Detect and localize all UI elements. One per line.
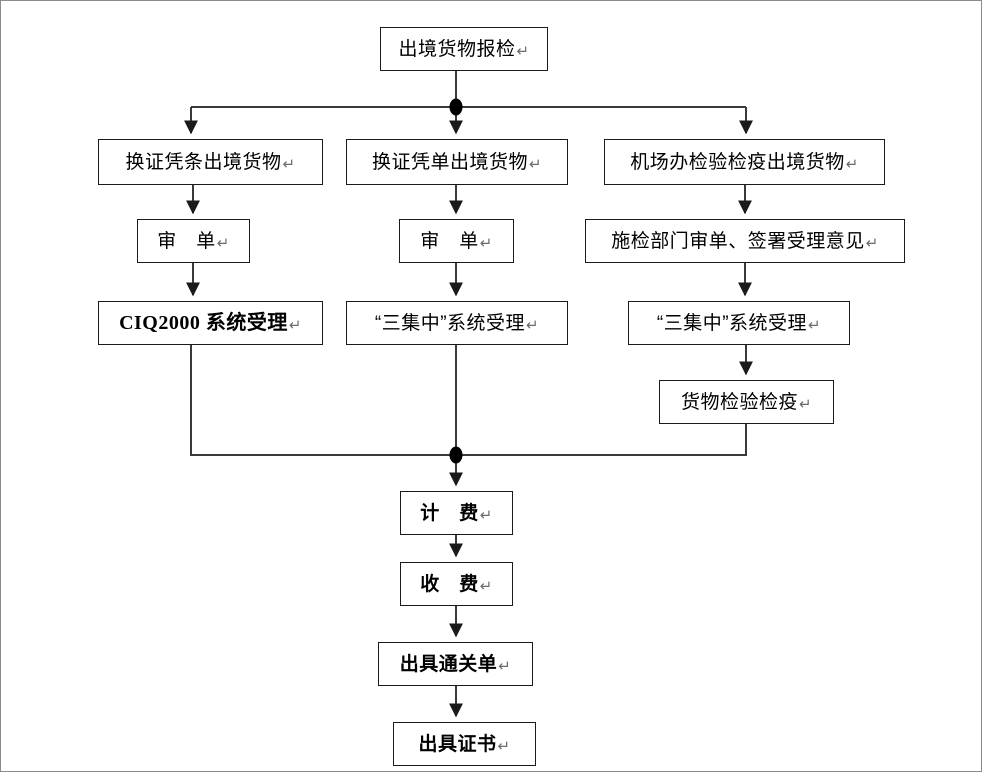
node-goods-inspection-label: 货物检验检疫 bbox=[680, 391, 798, 413]
pilcrow-glyph: ↵ bbox=[282, 155, 296, 173]
node-branch-left[interactable]: 换证凭条出境货物↵ bbox=[98, 139, 323, 185]
node-review-middle[interactable]: 审 单↵ bbox=[399, 219, 514, 263]
node-system-right[interactable]: “三集中”系统受理↵ bbox=[628, 301, 850, 345]
node-certificate[interactable]: 出具证书↵ bbox=[393, 722, 536, 766]
pilcrow-glyph: ↵ bbox=[798, 395, 813, 413]
pilcrow-glyph: ↵ bbox=[516, 42, 530, 60]
pilcrow-glyph: ↵ bbox=[808, 316, 822, 334]
pilcrow-glyph: ↵ bbox=[479, 577, 493, 595]
node-system-right-label: “三集中”系统受理 bbox=[656, 312, 808, 334]
node-review-middle-label: 审 单 bbox=[420, 230, 479, 252]
pilcrow-glyph: ↵ bbox=[479, 234, 493, 252]
pilcrow-glyph: ↵ bbox=[528, 155, 543, 173]
node-review-left-label: 审 单 bbox=[157, 230, 216, 252]
pilcrow-glyph: ↵ bbox=[216, 234, 230, 252]
pilcrow-glyph: ↵ bbox=[497, 737, 511, 755]
pilcrow-glyph: ↵ bbox=[288, 316, 302, 334]
node-system-middle-label: “三集中”系统受理 bbox=[374, 312, 526, 334]
pilcrow-glyph: ↵ bbox=[526, 316, 540, 334]
node-branch-right-label: 机场办检验检疫出境货物 bbox=[630, 151, 845, 173]
node-goods-inspection[interactable]: 货物检验检疫↵ bbox=[659, 380, 834, 424]
merge-junction-dot bbox=[449, 446, 463, 464]
node-system-left[interactable]: CIQ2000 系统受理↵ bbox=[98, 301, 323, 345]
node-billing[interactable]: 计 费↵ bbox=[400, 491, 513, 535]
split-junction-dot bbox=[449, 98, 463, 116]
node-review-right[interactable]: 施检部门审单、签署受理意见↵ bbox=[585, 219, 905, 263]
node-branch-middle-label: 换证凭单出境货物 bbox=[371, 151, 528, 173]
node-system-middle[interactable]: “三集中”系统受理↵ bbox=[346, 301, 568, 345]
node-clearance-form[interactable]: 出具通关单↵ bbox=[378, 642, 533, 686]
node-billing-label: 计 费 bbox=[420, 502, 479, 524]
pilcrow-glyph: ↵ bbox=[845, 155, 859, 173]
node-payment[interactable]: 收 费↵ bbox=[400, 562, 513, 606]
node-payment-label: 收 费 bbox=[420, 573, 479, 595]
node-certificate-label: 出具证书 bbox=[418, 733, 497, 755]
node-clearance-form-label: 出具通关单 bbox=[399, 653, 498, 675]
node-review-left[interactable]: 审 单↵ bbox=[137, 219, 250, 263]
edge-sys-left-to-merge bbox=[190, 345, 456, 456]
pilcrow-glyph: ↵ bbox=[479, 506, 493, 524]
node-branch-right[interactable]: 机场办检验检疫出境货物↵ bbox=[604, 139, 885, 185]
node-start[interactable]: 出境货物报检↵ bbox=[380, 27, 548, 71]
pilcrow-glyph: ↵ bbox=[865, 234, 879, 252]
edge-inspect-to-merge bbox=[456, 424, 747, 456]
pilcrow-glyph: ↵ bbox=[498, 657, 512, 675]
node-start-label: 出境货物报检 bbox=[398, 38, 516, 60]
node-review-right-label: 施检部门审单、签署受理意见 bbox=[611, 230, 865, 252]
node-branch-left-label: 换证凭条出境货物 bbox=[125, 151, 282, 173]
node-branch-middle[interactable]: 换证凭单出境货物↵ bbox=[346, 139, 568, 185]
node-system-left-label: CIQ2000 系统受理 bbox=[119, 312, 288, 334]
